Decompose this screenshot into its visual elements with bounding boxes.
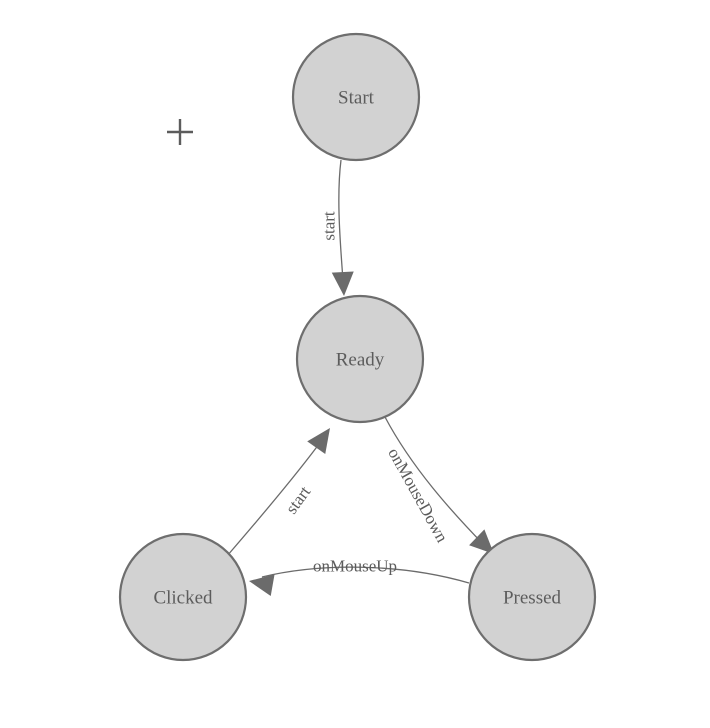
edge-line-start-to-ready — [338, 159, 344, 282]
arrowhead-start-to-ready — [331, 271, 354, 296]
edge-pressed-to-clicked[interactable] — [247, 566, 470, 597]
edge-clicked-to-ready[interactable] — [226, 422, 339, 557]
node-ready[interactable]: Ready — [295, 294, 425, 424]
edge-line-ready-to-pressed — [384, 416, 485, 546]
edge-label-start-to-ready: start — [320, 211, 339, 241]
node-pressed[interactable]: Pressed — [467, 532, 597, 662]
edge-label-pressed-to-clicked: onMouseUp — [313, 557, 397, 576]
arrowhead-ready-to-pressed — [469, 529, 494, 554]
edge-ready-to-pressed[interactable] — [384, 416, 502, 562]
edge-label-ready-to-pressed: onMouseDown — [384, 445, 452, 546]
node-circle-ready[interactable] — [295, 294, 425, 424]
edge-start-to-ready[interactable] — [331, 159, 355, 297]
node-start[interactable]: Start — [291, 32, 421, 162]
edge-line-pressed-to-clicked — [261, 566, 470, 584]
arrowhead-clicked-to-ready — [307, 428, 330, 454]
node-clicked[interactable]: Clicked — [118, 532, 248, 662]
node-circle-start[interactable] — [291, 32, 421, 162]
edge-line-clicked-to-ready — [226, 439, 323, 557]
plus-marker[interactable] — [167, 119, 193, 145]
edge-label-clicked-to-ready: start — [282, 482, 315, 517]
arrowhead-pressed-to-clicked — [249, 574, 275, 597]
edges-layer — [226, 159, 502, 597]
node-circle-clicked[interactable] — [118, 532, 248, 662]
markers-layer — [167, 119, 193, 145]
node-circle-pressed[interactable] — [467, 532, 597, 662]
